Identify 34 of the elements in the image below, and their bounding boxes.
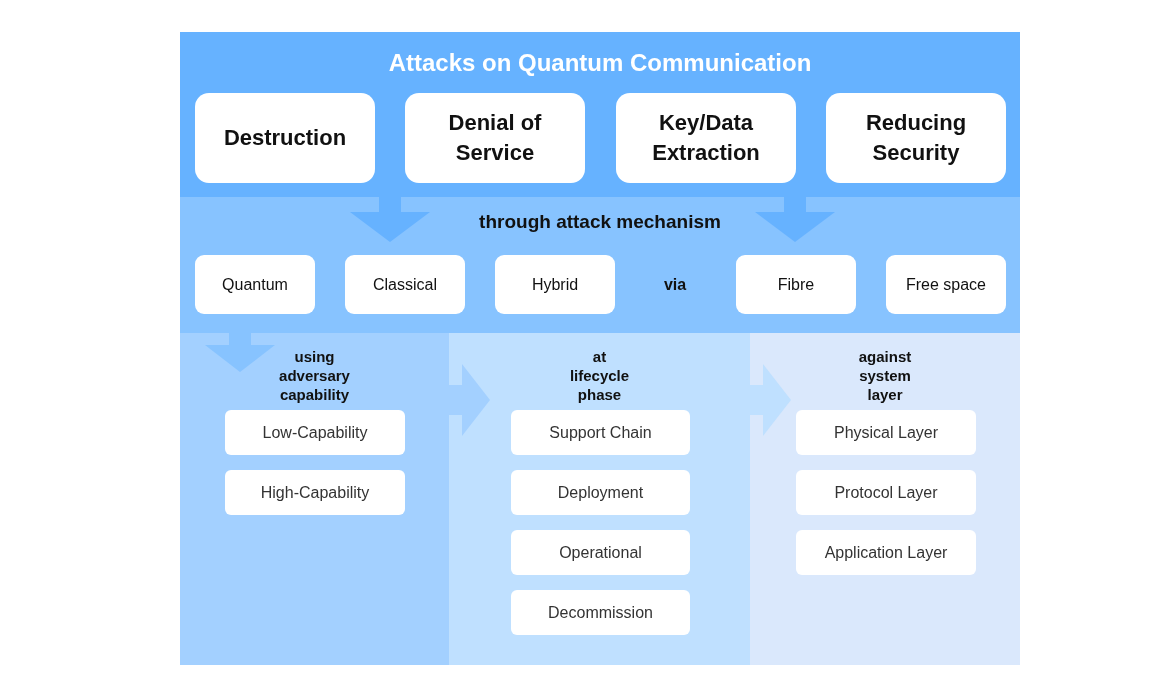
category-box: Support Chain xyxy=(511,410,690,455)
category-box: Physical Layer xyxy=(796,410,976,455)
block-arrow xyxy=(750,364,791,436)
category-box: Key/Data Extraction xyxy=(616,93,796,183)
band-heading: Attacks on Quantum Communication xyxy=(387,48,813,78)
block-arrow xyxy=(205,333,275,372)
category-box: Decommission xyxy=(511,590,690,635)
mechanism-band xyxy=(180,197,1020,333)
category-box: Hybrid xyxy=(495,255,615,314)
category-panel xyxy=(750,333,1020,665)
category-box: Reducing Security xyxy=(826,93,1006,183)
category-panel xyxy=(449,333,750,665)
panel-heading: against system layer xyxy=(858,347,912,404)
category-box: Fibre xyxy=(736,255,856,314)
category-box: Quantum xyxy=(195,255,315,314)
block-arrow xyxy=(350,197,430,242)
category-box: High-Capability xyxy=(225,470,405,515)
category-panel xyxy=(180,333,449,665)
connector-word: via xyxy=(662,275,688,295)
block-arrow xyxy=(449,364,490,436)
category-box: Denial of Service xyxy=(405,93,585,183)
category-box: Destruction xyxy=(195,93,375,183)
category-box: Application Layer xyxy=(796,530,976,575)
panel-heading: at lifecycle phase xyxy=(569,347,630,404)
category-box: Protocol Layer xyxy=(796,470,976,515)
panel-heading: using adversary capability xyxy=(279,347,350,404)
block-arrow xyxy=(755,197,835,242)
category-box: Deployment xyxy=(511,470,690,515)
header-band xyxy=(180,32,1020,197)
category-box: Low-Capability xyxy=(225,410,405,455)
category-box: Operational xyxy=(511,530,690,575)
band-heading: through attack mechanism xyxy=(478,210,722,234)
category-box: Free space xyxy=(886,255,1006,314)
category-box: Classical xyxy=(345,255,465,314)
